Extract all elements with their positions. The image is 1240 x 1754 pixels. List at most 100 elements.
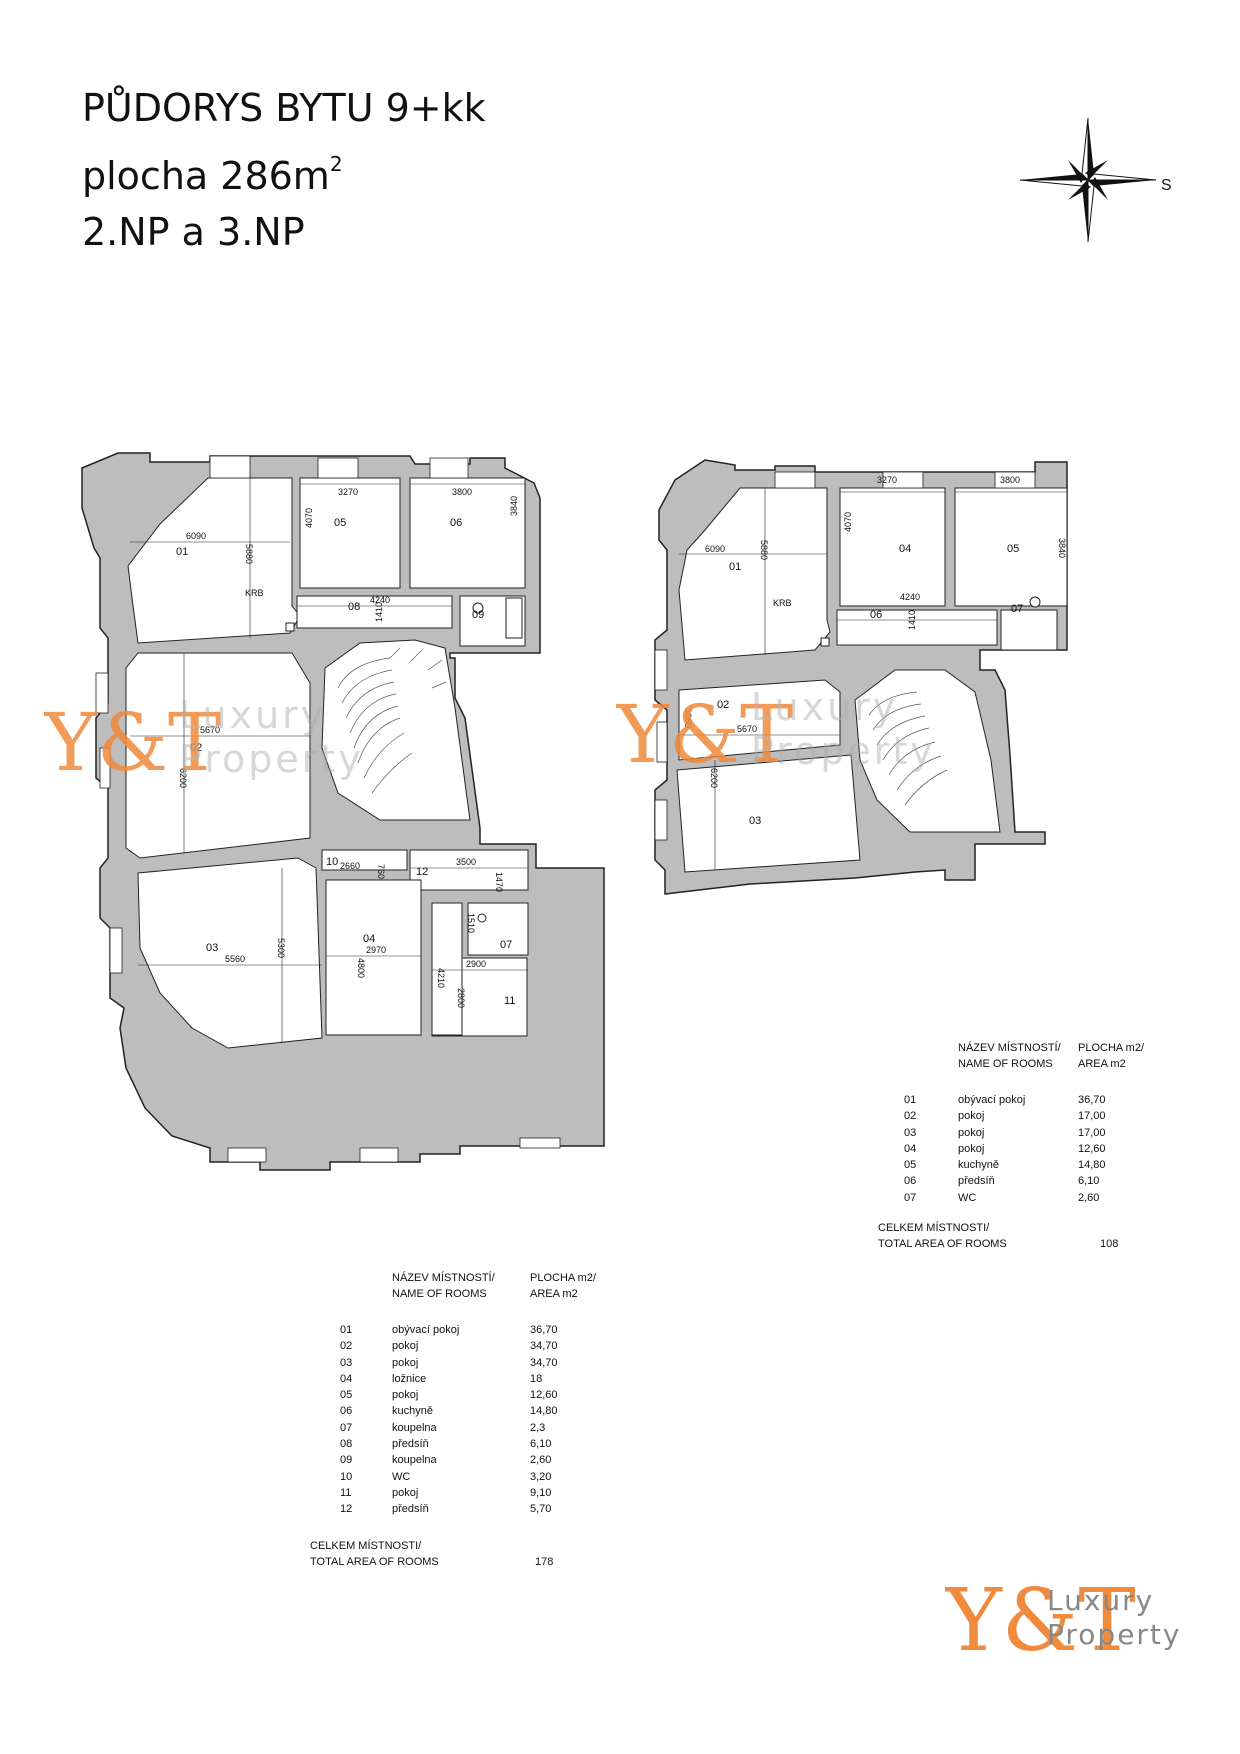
plan-2np-windows bbox=[95, 455, 561, 1163]
legend-3np-cell-name: předsíň bbox=[958, 1175, 995, 1188]
legend-2np-cell-no: 07 bbox=[340, 1421, 353, 1434]
watermark-3np-word1: Luxury bbox=[751, 685, 898, 729]
plan-2np-label-07: 07 bbox=[500, 939, 512, 951]
plan-3np-room-05 bbox=[954, 487, 1068, 607]
plan-2np-room-05 bbox=[299, 477, 401, 589]
legend-2np-cell-name: pokoj bbox=[392, 1356, 419, 1369]
legend-2np-cell-no: 04 bbox=[340, 1372, 353, 1385]
plan-2np-room-03 bbox=[137, 857, 323, 1049]
plan-2np-label-10: 10 bbox=[326, 856, 338, 868]
floor-area-text: plocha 286m bbox=[82, 154, 330, 198]
plan-2np-dim-01-depth: 5880 bbox=[244, 544, 254, 564]
watermark-2np-mark: Y&T bbox=[44, 696, 221, 788]
plan-2np-label-09: 09 bbox=[472, 609, 484, 621]
plan-2np-room-04 bbox=[325, 879, 422, 1036]
legend-2np-cell-name: ložnice bbox=[392, 1372, 427, 1385]
plan-2np-dim-11-width: 2900 bbox=[466, 959, 486, 969]
plan-2np-toilet bbox=[472, 602, 484, 614]
plan-2np-dim-04-depth: 4800 bbox=[356, 958, 366, 978]
legend-3np-cell-area: 17,00 bbox=[1078, 1126, 1106, 1139]
plan-3np-room-02 bbox=[678, 679, 841, 761]
watermark-2np-word1: Luxury bbox=[179, 693, 326, 737]
plan-2np-stair-treads bbox=[337, 647, 447, 794]
watermark-3np-mark: Y&T bbox=[616, 688, 793, 780]
plan-3np-label-07: 07 bbox=[1011, 603, 1023, 615]
compass-label: S bbox=[1161, 177, 1172, 194]
plan-2np-dim-12-depth: 1470 bbox=[494, 872, 504, 892]
plan-3np-fireplace bbox=[820, 637, 830, 647]
plan-3np-dim-05-width: 3800 bbox=[1000, 475, 1020, 485]
legend-2np-cell-area: 14,80 bbox=[530, 1405, 558, 1418]
legend-2np: NÁZEV MÍSTNOSTÍ/ NAME OF ROOMS PLOCHA m2… bbox=[310, 1270, 610, 1570]
plan-3np-label-02: 02 bbox=[717, 699, 729, 711]
legend-2np-col-name: NÁZEV MÍSTNOSTÍ/ NAME OF ROOMS bbox=[392, 1272, 495, 1300]
legend-2np-cell-name: pokoj bbox=[392, 1486, 419, 1499]
floor-plan-2np: 6090 5880 3270 4070 3800 3840 4240 1410 … bbox=[60, 448, 620, 1208]
floor-levels: 2.NP a 3.NP bbox=[82, 210, 305, 254]
legend-2np-cell-name: koupelna bbox=[392, 1454, 437, 1467]
plan-3np-dim-06-depth: 1410 bbox=[907, 610, 917, 630]
legend-2np-cell-no: 08 bbox=[340, 1438, 353, 1451]
plan-2np-bathtub bbox=[505, 597, 523, 639]
plan-2np-room-08 bbox=[296, 595, 453, 629]
plan-3np-dimension-lines bbox=[679, 488, 1067, 870]
legend-3np-cell-area: 14,80 bbox=[1078, 1159, 1106, 1172]
legend-3np-cell-name: WC bbox=[958, 1191, 977, 1204]
plan-2np-dim-08-depth: 1410 bbox=[374, 602, 384, 622]
page-title: PŮDORYS BYTU 9+kk bbox=[82, 86, 486, 130]
legend-2np-col-area: PLOCHA m2/ AREA m2 bbox=[530, 1272, 597, 1300]
plan-2np-dim-11-corridor: 4210 bbox=[436, 968, 446, 988]
legend-2np-cell-name: obývací pokoj bbox=[392, 1324, 460, 1336]
plan-3np-label-06: 06 bbox=[870, 609, 882, 621]
legend-3np-cell-area: 6,10 bbox=[1078, 1175, 1100, 1188]
legend-2np-cell-area: 2,60 bbox=[530, 1454, 552, 1467]
floor-area-superscript: 2 bbox=[329, 152, 343, 176]
plan-2np-room-02 bbox=[125, 652, 311, 859]
legend-2np-cell-no: 01 bbox=[340, 1324, 353, 1336]
legend-3np-cell-no: 01 bbox=[904, 1094, 917, 1106]
plan-2np-label-04: 04 bbox=[363, 933, 375, 945]
legend-2np-row: 04 ložnice 18 bbox=[340, 1371, 590, 1387]
legend-2np-cell-area: 6,10 bbox=[530, 1438, 552, 1451]
brand-logo-word1: Luxury bbox=[1047, 1584, 1154, 1617]
plan-2np-dim-05-width: 3270 bbox=[338, 487, 358, 497]
plan-2np-dim-07: 1510 bbox=[466, 913, 476, 933]
legend-3np-cell-area: 36,70 bbox=[1078, 1094, 1106, 1106]
legend-3np: NÁZEV MÍSTNOSTÍ/ NAME OF ROOMS PLOCHA m2… bbox=[868, 1040, 1168, 1250]
plan-2np-dimension-lines bbox=[130, 478, 528, 1043]
legend-3np-col-area: PLOCHA m2/ AREA m2 bbox=[1078, 1042, 1145, 1070]
watermark-2np-word2: Property bbox=[179, 737, 364, 781]
plan-2np-dim-05-depth: 4070 bbox=[304, 508, 314, 528]
plan-2np-room-10 bbox=[321, 849, 408, 871]
brand-logo-mark: Y&T bbox=[945, 1571, 1136, 1671]
legend-2np-cell-name: koupelna bbox=[392, 1421, 437, 1434]
legend-3np-cell-no: 04 bbox=[904, 1142, 917, 1155]
plan-3np-label-05: 05 bbox=[1007, 543, 1019, 555]
legend-2np-cell-area: 36,70 bbox=[530, 1324, 558, 1336]
brand-logo-word2: Property bbox=[1047, 1618, 1181, 1651]
plan-3np-room-04 bbox=[839, 487, 946, 607]
legend-2np-cell-name: kuchyně bbox=[392, 1405, 433, 1418]
plan-3np-label-krb: KRB bbox=[773, 598, 792, 608]
plan-3np-label-03: 03 bbox=[749, 815, 761, 827]
plan-2np-dim-10-depth: 760 bbox=[376, 864, 386, 879]
legend-2np-cell-no: 12 bbox=[340, 1503, 353, 1516]
floor-area: plocha 286m2 bbox=[82, 136, 486, 204]
plan-3np-staircase bbox=[854, 669, 1001, 833]
legend-3np-cell-area: 2,60 bbox=[1078, 1191, 1100, 1204]
plan-3np-dim-05-depth: 3840 bbox=[1057, 538, 1067, 558]
watermark-3np: Y&T Luxury Property bbox=[615, 680, 946, 781]
legend-2np-cell-area: 18 bbox=[530, 1372, 543, 1385]
legend-2np-cell-area: 5,70 bbox=[530, 1503, 552, 1516]
page-title-block: PŮDORYS BYTU 9+kk plocha 286m2 2.NP a 3.… bbox=[82, 80, 486, 260]
